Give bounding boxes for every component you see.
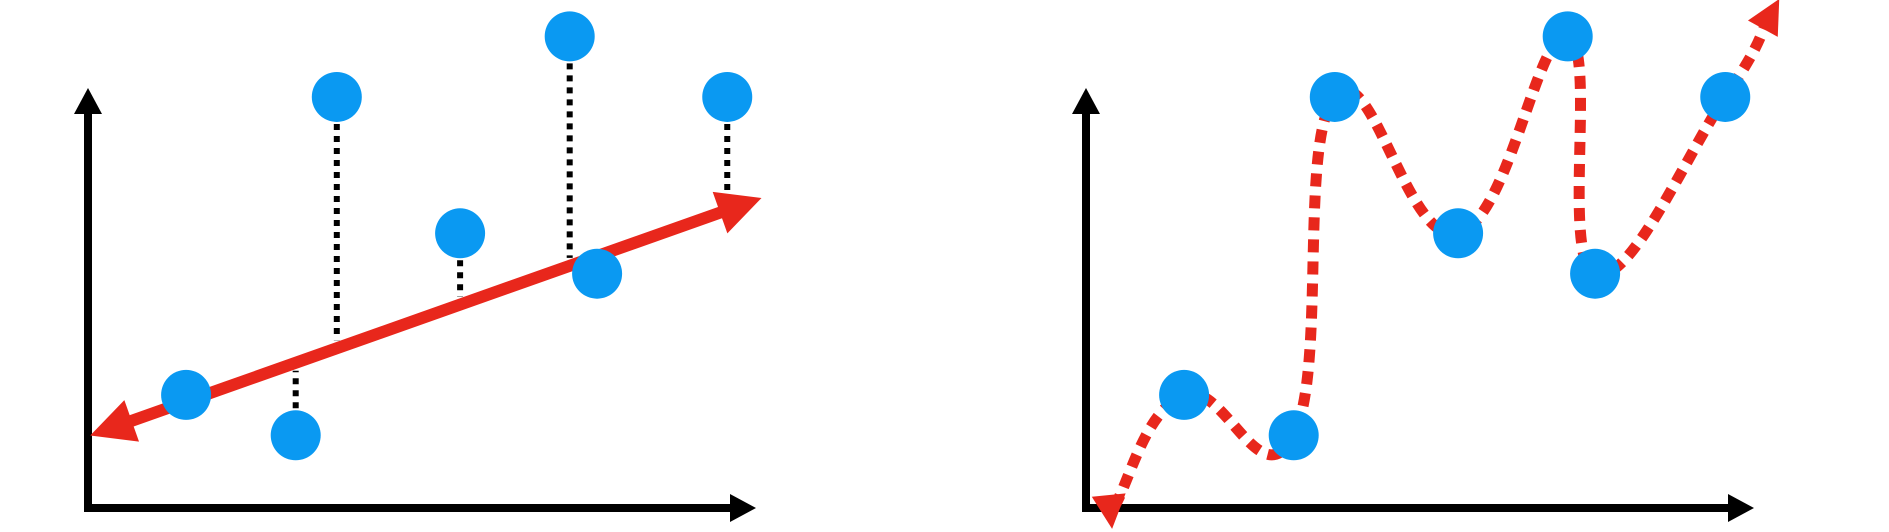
data-point — [311, 71, 362, 122]
data-point — [1542, 11, 1593, 62]
data-point — [702, 71, 753, 122]
overfit-curve-path — [1109, 14, 1775, 510]
fit-line — [124, 204, 728, 429]
curve-arrowhead-top — [1747, 0, 1780, 37]
data-point — [1268, 410, 1319, 461]
linear-fit-line — [90, 191, 762, 442]
data-point — [572, 248, 623, 299]
data-point — [1309, 71, 1360, 122]
right-y-axis-arrowhead — [1072, 88, 1100, 114]
data-point — [270, 410, 321, 461]
data-point — [435, 208, 486, 259]
curve-arrowhead-bottom — [1091, 493, 1126, 529]
data-point — [1570, 248, 1621, 299]
fit-line-arrowhead-left — [90, 400, 140, 442]
left-y-axis-arrowhead — [74, 88, 102, 114]
overfit-curve — [1091, 0, 1780, 529]
data-point — [1433, 208, 1484, 259]
right-data-points — [1159, 11, 1751, 461]
data-point — [1159, 369, 1210, 420]
data-point — [161, 369, 212, 420]
right-x-axis-arrowhead — [1728, 494, 1754, 522]
right-axes — [1072, 88, 1754, 522]
data-point — [1700, 71, 1751, 122]
left-data-points — [161, 11, 753, 461]
left-x-axis-arrowhead — [730, 494, 756, 522]
right-panel — [1072, 0, 1780, 529]
fit-line-arrowhead-right — [712, 191, 762, 234]
left-panel — [74, 11, 762, 522]
residual-lines — [292, 63, 731, 409]
data-point — [544, 11, 595, 62]
left-axes — [74, 88, 756, 522]
